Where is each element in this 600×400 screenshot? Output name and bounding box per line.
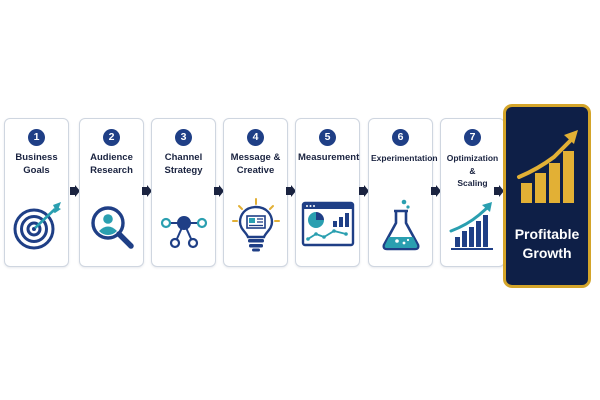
step-card-business-goals: 1 Business Goals <box>4 118 69 267</box>
magnifier-user-icon <box>84 197 140 253</box>
step-number-badge: 1 <box>28 129 45 146</box>
step-number-badge: 3 <box>175 129 192 146</box>
arrow-icon <box>431 185 441 197</box>
step-number-badge: 7 <box>464 129 481 146</box>
step-label: Channel Strategy <box>164 152 203 176</box>
step-card-experimentation: 6 Experimentation <box>368 118 438 267</box>
step-card-message-creative: 4 Message & Creative <box>223 118 288 267</box>
step-label: Optimization & Scaling <box>446 153 499 188</box>
step-label: Experimentation <box>371 153 438 163</box>
step-card-measurement: 5 Measurement <box>295 118 360 267</box>
dashboard-icon <box>300 197 356 253</box>
arrow-icon <box>286 185 296 197</box>
flask-icon <box>373 197 429 253</box>
final-outcome-title: Profitable Growth <box>514 226 580 261</box>
step-label: Message & Creative <box>230 152 281 176</box>
lightbulb-icon <box>228 197 284 253</box>
arrow-icon <box>494 185 504 197</box>
step-card-audience-research: 2 Audience Research <box>79 118 144 267</box>
arrow-icon <box>142 185 152 197</box>
arrow-icon <box>214 185 224 197</box>
step-number-badge: 2 <box>103 129 120 146</box>
growth-chart-icon <box>445 197 501 253</box>
target-icon <box>9 197 65 253</box>
step-number-badge: 4 <box>247 129 264 146</box>
step-label: Measurement <box>298 152 360 163</box>
arrow-icon <box>70 185 80 197</box>
final-outcome-card: Profitable Growth <box>503 104 591 288</box>
network-icon <box>156 197 212 253</box>
step-number-badge: 5 <box>319 129 336 146</box>
step-label: Business Goals <box>15 152 58 176</box>
arrow-icon <box>359 185 369 197</box>
step-card-channel-strategy: 3 Channel Strategy <box>151 118 216 267</box>
step-label: Audience Research <box>90 152 133 176</box>
gold-bar-chart-icon <box>516 125 582 205</box>
step-number-badge: 6 <box>392 129 409 146</box>
